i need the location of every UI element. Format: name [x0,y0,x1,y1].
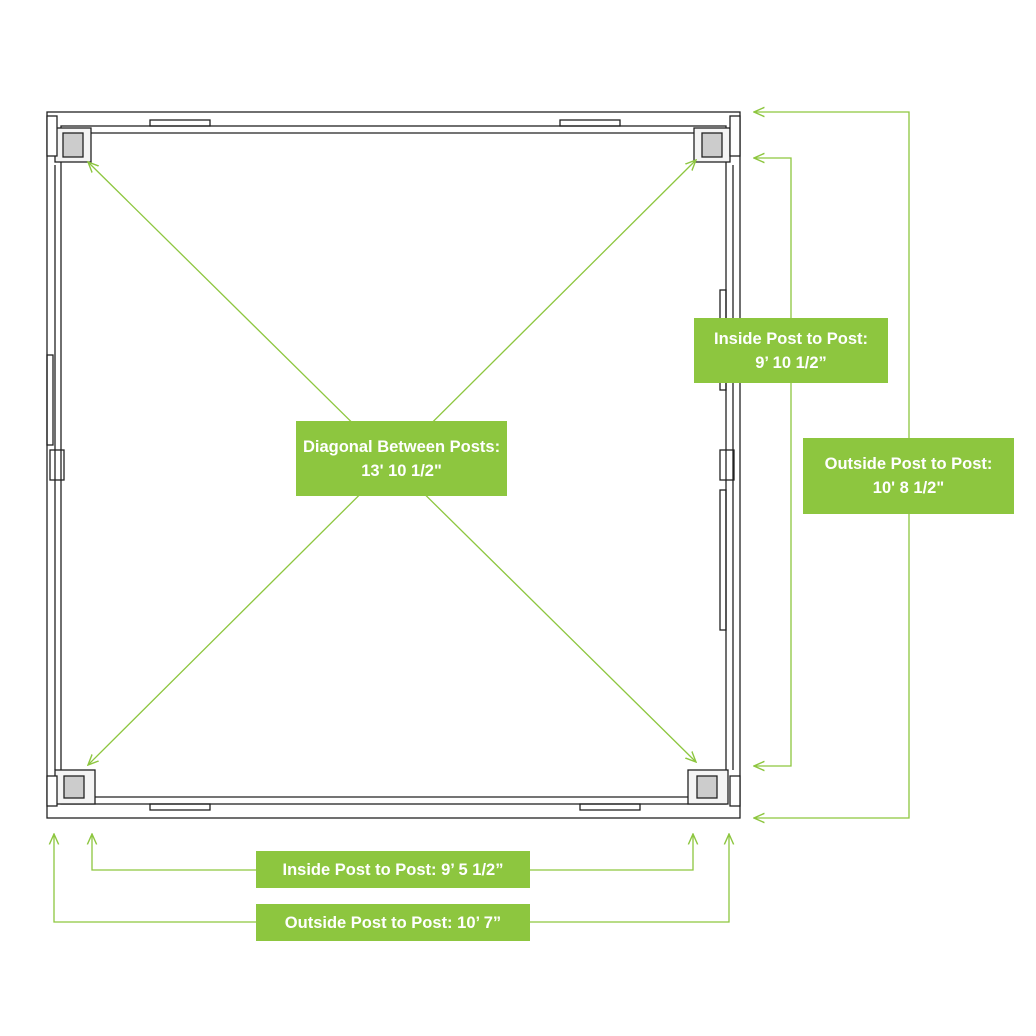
diagonal-label-value: 13' 10 1/2" [361,461,442,480]
left-joint [46,354,54,446]
corner-post-top-right [693,115,741,163]
outside-vertical-label-box [803,438,1014,514]
top-joint [559,119,621,127]
inside-vertical-label-box [694,318,888,383]
diagonal-label-title: Diagonal Between Posts: [302,437,501,456]
corner-posts [46,115,741,807]
corner-post-top-left [46,115,92,163]
bottom-joint [579,803,641,811]
inside-horizontal-label-box [256,851,530,888]
inside-vertical-label-title: Inside Post to Post: [713,329,868,348]
outside-horizontal-label-text: Outside Post to Post: 10’ 7” [284,913,502,932]
bottom-joint [149,803,211,811]
diagonal-label: Diagonal Between Posts: 13' 10 1/2" [296,421,507,496]
outside-horizontal-label-box [256,904,530,941]
gazebo-frame [46,111,741,819]
left-bracket [49,449,65,481]
top-joint [149,119,211,127]
right-joint [719,489,727,631]
inside-vertical-label-value: 9’ 10 1/2” [755,353,827,372]
right-bracket [719,449,735,481]
outside-horizontal-label: Outside Post to Post: 10’ 7” [256,904,530,941]
inside-horizontal-label-text: Inside Post to Post: 9’ 5 1/2” [282,860,504,879]
inner-beam-outline [60,125,727,805]
inside-horizontal-label: Inside Post to Post: 9’ 5 1/2” [256,851,530,888]
outside-vertical-label-value: 10' 8 1/2" [872,479,945,497]
corner-post-bottom-left [46,769,96,807]
corner-post-bottom-right [687,769,741,807]
label-boxes [256,318,1014,941]
inside-vertical-dimension-arrow [754,158,792,766]
outer-beam-outline [46,111,741,819]
outside-vertical-label-title: Outside Post to Post: [824,455,993,473]
inside-vertical-label: Inside Post to Post: 9’ 10 1/2” [694,318,888,383]
dimension-lines [54,112,910,923]
outside-vertical-label: Outside Post to Post: 10' 8 1/2" [803,438,1014,514]
diagonal-label-box [296,421,507,496]
